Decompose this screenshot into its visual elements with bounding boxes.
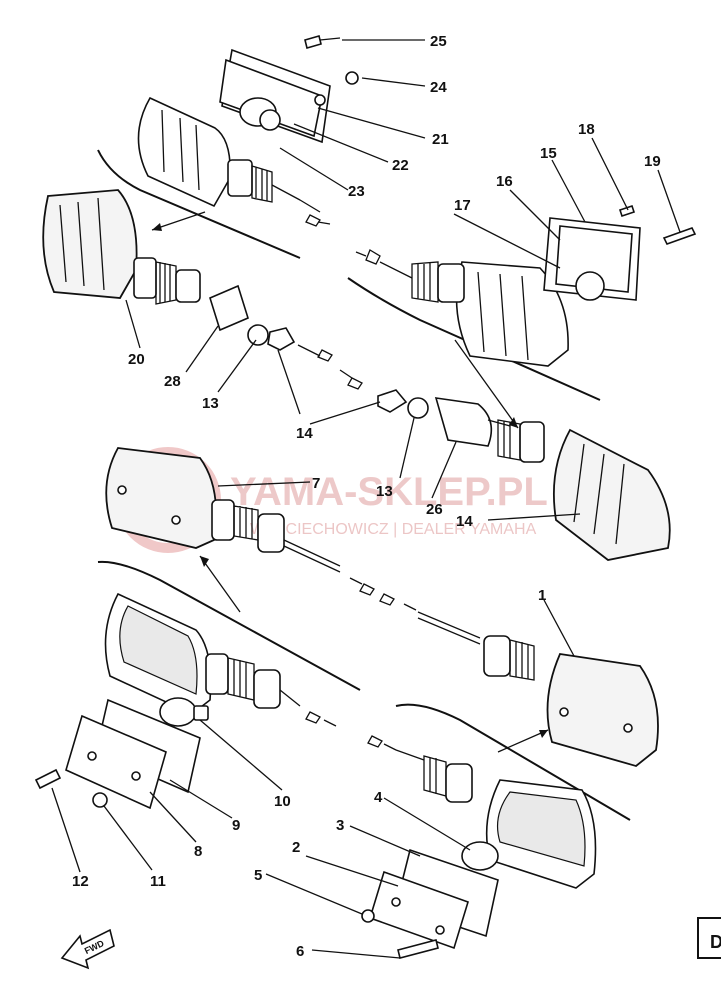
callout-27: 26 bbox=[426, 501, 443, 518]
callout-13-b: 13 bbox=[376, 483, 393, 500]
leader-lines bbox=[51, 39, 681, 959]
callout-24: 23 bbox=[348, 183, 365, 200]
callout-1: 1 bbox=[538, 587, 546, 604]
fwd-arrow-icon: FWD bbox=[60, 928, 115, 970]
callout-28: 28 bbox=[164, 373, 181, 390]
callout-9: 9 bbox=[232, 817, 240, 834]
callout-12: 12 bbox=[72, 873, 89, 890]
middle-wiring bbox=[209, 284, 671, 561]
front-signal-assembly bbox=[34, 447, 659, 959]
callout-22: 21 bbox=[432, 131, 449, 148]
callout-14: 14 bbox=[296, 425, 313, 442]
callout-10: 10 bbox=[274, 793, 291, 810]
edge-box-label: D bbox=[710, 932, 721, 952]
callout-17: 16 bbox=[496, 173, 513, 190]
rear-socket-plate bbox=[219, 48, 331, 144]
callout-25: 24 bbox=[430, 79, 447, 96]
screws-top bbox=[304, 35, 359, 85]
rear-right-signal-assembly bbox=[347, 204, 697, 429]
callout-4: 4 bbox=[374, 789, 383, 806]
callout-11: 11 bbox=[150, 873, 166, 890]
callout-6: 6 bbox=[296, 943, 304, 960]
callout-21: 20 bbox=[128, 351, 145, 368]
callout-8: 8 bbox=[194, 843, 202, 860]
callout-19: 18 bbox=[578, 121, 595, 138]
callout-3: 3 bbox=[336, 817, 344, 834]
callout-26: 25 bbox=[430, 33, 447, 50]
rear-left-signal-assembly bbox=[42, 96, 331, 305]
callout-20: 19 bbox=[644, 153, 661, 170]
callout-18: 17 bbox=[454, 197, 471, 214]
callout-15: 14 bbox=[456, 513, 473, 530]
callout-16: 15 bbox=[540, 145, 557, 162]
watermark-subtitle: WOJCIECHOWICZ | DEALER YAMAHA bbox=[250, 521, 537, 538]
callout-23: 22 bbox=[392, 157, 409, 174]
callout-7: 7 bbox=[312, 475, 320, 492]
edge-box: D bbox=[697, 917, 721, 959]
callout-5: 5 bbox=[254, 867, 262, 884]
callout-2: 2 bbox=[292, 839, 300, 856]
callout-numbers: 25 24 21 22 23 17 16 15 18 19 20 28 13 1… bbox=[72, 33, 661, 960]
watermark-title: YAMA-SKLEP.PL bbox=[230, 470, 548, 514]
callout-13-a: 13 bbox=[202, 395, 219, 412]
